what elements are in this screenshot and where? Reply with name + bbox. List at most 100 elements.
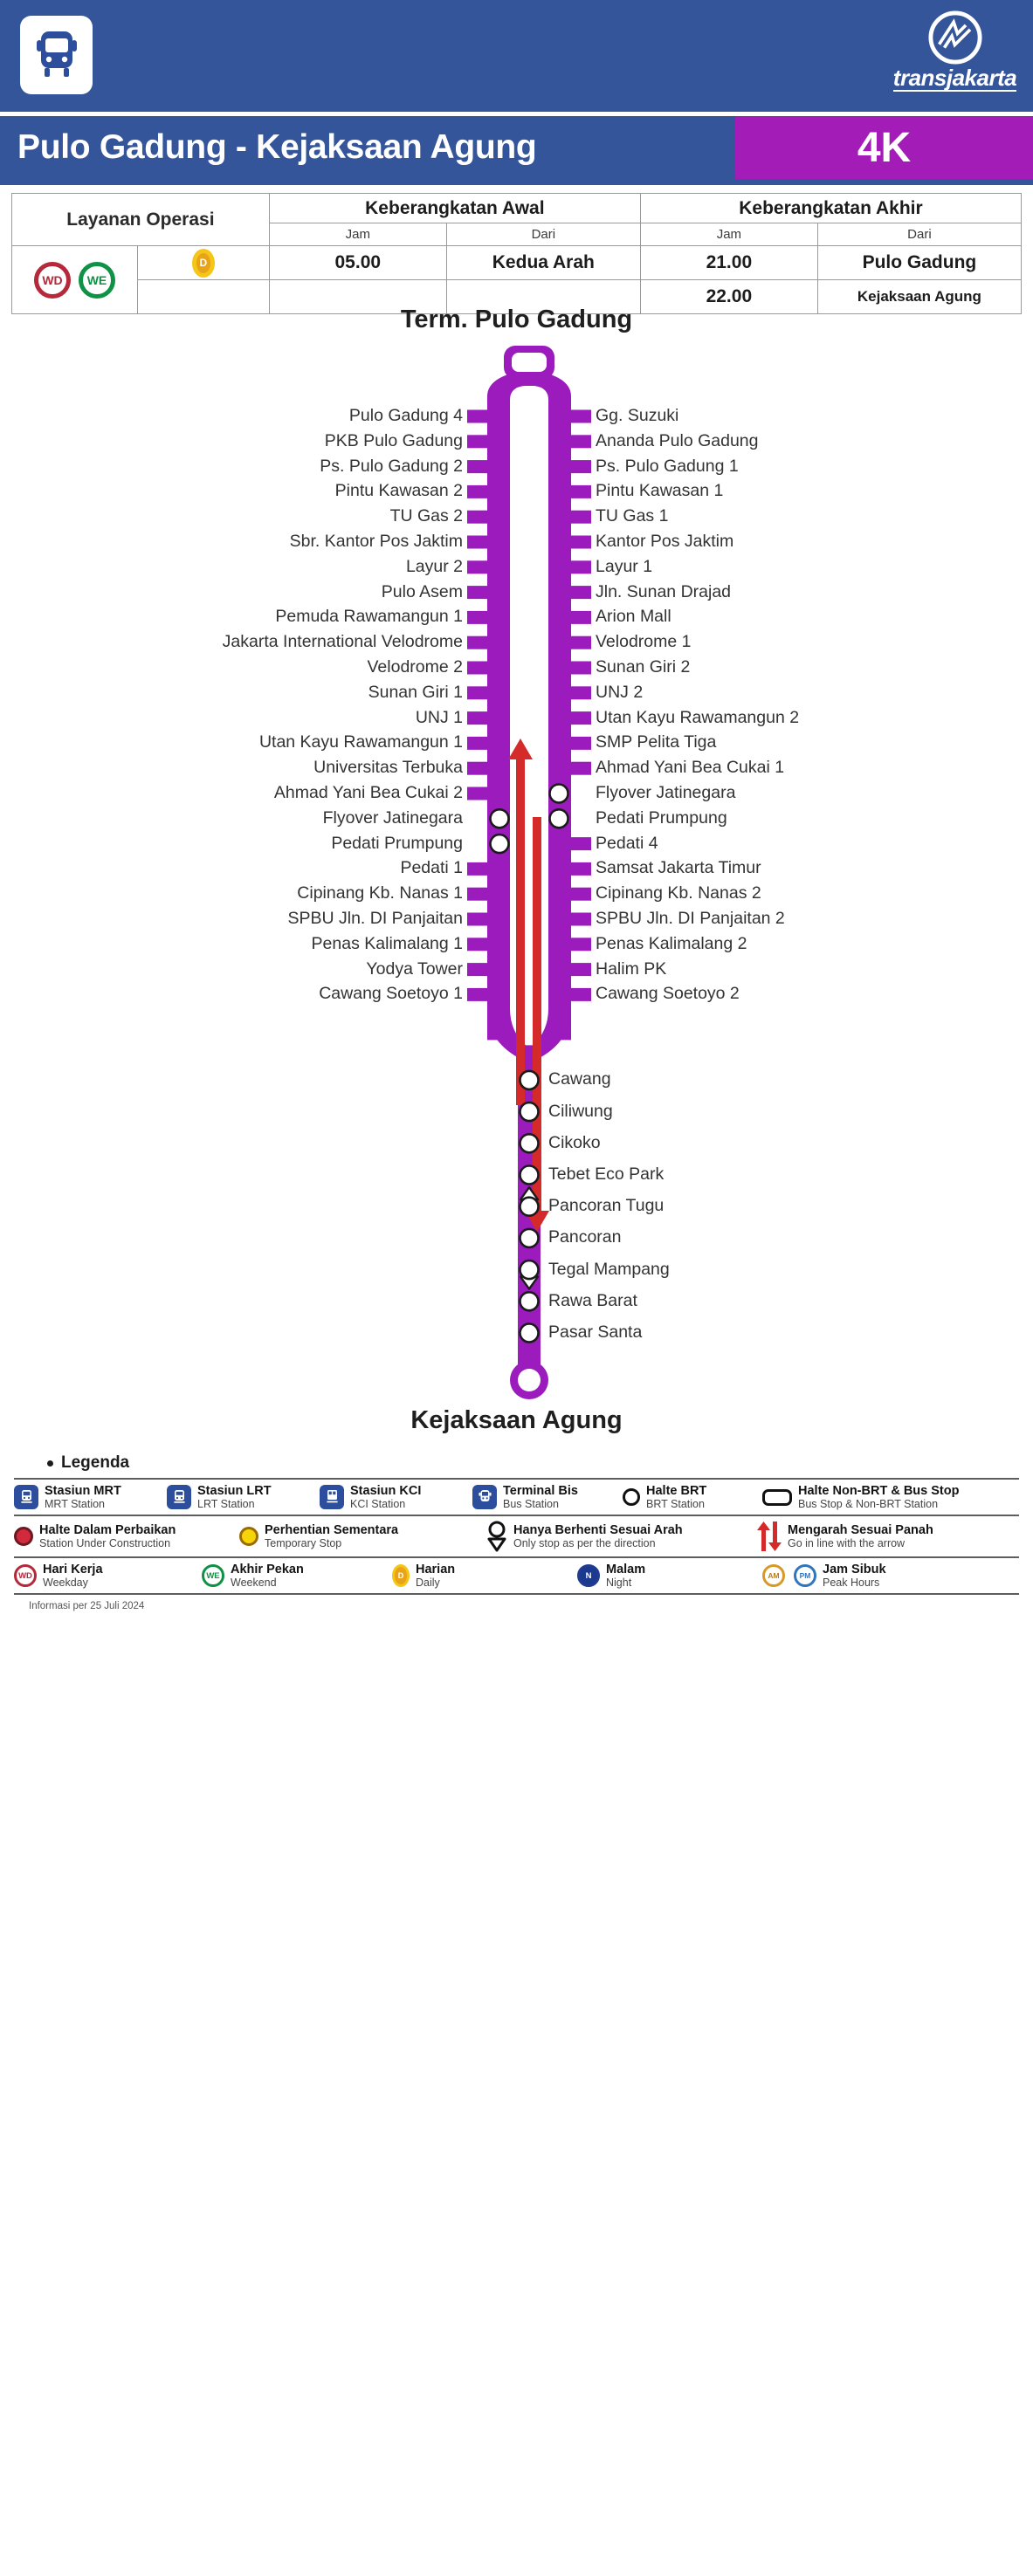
stop-label: Yodya Tower (366, 958, 463, 979)
cell-dari-awal-2 (445, 279, 641, 314)
legend-row-status: Halte Dalam Perbaikan Station Under Cons… (14, 1515, 1019, 1556)
stop-label: Layur 1 (596, 556, 653, 576)
stop-label: Halim PK (596, 958, 667, 979)
cell-dari-akhir-2: Kejaksaan Agung (816, 279, 1023, 314)
legend-label-id: Perhentian Sementara (265, 1523, 399, 1538)
legend-label-id: Stasiun MRT (45, 1484, 121, 1498)
col-keberangkatan-akhir: Keberangkatan Akhir (639, 193, 1023, 223)
legend-label-en: Station Under Construction (39, 1537, 171, 1550)
legend-label-en: Weekday (43, 1577, 88, 1590)
stop-label: Tebet Eco Park (548, 1164, 665, 1184)
page-title: Pulo Gadung - Kejaksaan Agung (17, 128, 537, 166)
stop-label: Ahmad Yani Bea Cukai 1 (596, 758, 785, 778)
legend-text: Hari Kerja Weekday (43, 1563, 103, 1589)
legend-label-en: Weekend (231, 1577, 277, 1590)
legend-label-id: Halte Dalam Perbaikan (39, 1523, 176, 1538)
under-construction-icon (14, 1527, 33, 1547)
legend-item-night: N Malam Night (577, 1563, 762, 1589)
bus-icon (20, 16, 93, 94)
subcol-dari-akhir: Dari (816, 223, 1023, 246)
route-code-badge: 4K (735, 116, 1033, 179)
legend-text: Perhentian Sementara Temporary Stop (265, 1523, 398, 1549)
legend-text: Hanya Berhenti Sesuai Arah Only stop as … (513, 1523, 683, 1549)
terminus-bottom-label: Kejaksaan Agung (410, 1406, 623, 1434)
stop-label: Velodrome 2 (367, 657, 464, 677)
legend-label-id: Stasiun LRT (197, 1484, 272, 1498)
n-badge-icon: N (577, 1564, 600, 1588)
legend-item-non-brt: Halte Non-BRT & Bus Stop Bus Stop & Non-… (762, 1484, 959, 1510)
stop-label: Pemuda Rawamangun 1 (275, 607, 463, 627)
route-line-graphic (467, 346, 591, 1399)
legend-item-arrow-direction: Mengarah Sesuai Panah Go in line with th… (757, 1522, 933, 1552)
stop-label: Ananda Pulo Gadung (596, 430, 759, 450)
legend-item-brt: Halte BRT BRT Station (623, 1484, 762, 1510)
route-diagram: Term. Pulo Gadung Kejaksaan Agung Pulo G… (0, 306, 1033, 1452)
stop-label: Samsat Jakarta Timur (596, 858, 761, 878)
stop-label: Ps. Pulo Gadung 2 (320, 456, 463, 476)
legend-item-bus-terminal: Terminal Bis Bus Station (472, 1484, 623, 1510)
transjakarta-mark-icon (927, 10, 982, 65)
mrt-station-icon (14, 1485, 38, 1510)
legend-item-mrt: Stasiun MRT MRT Station (14, 1484, 167, 1510)
stop-label: Cikoko (548, 1132, 601, 1152)
legend-text: Harian Daily (416, 1563, 455, 1589)
stop-label: Penas Kalimalang 1 (311, 933, 463, 953)
stop-label: Sbr. Kantor Pos Jaktim (289, 532, 463, 551)
legend-row-schedule: WD Hari Kerja Weekday WE Akhir Pekan Wee… (14, 1556, 1019, 1596)
table-row: 22.00 Kejaksaan Agung (12, 279, 1023, 314)
header-top-bar: transjakarta (0, 0, 1033, 112)
stop-label: Sunan Giri 2 (596, 657, 691, 677)
stop-label: Flyover Jatinegara (322, 807, 463, 828)
stop-label: Sunan Giri 1 (368, 682, 463, 702)
subcol-jam-akhir: Jam (639, 223, 818, 246)
stop-label: SPBU Jln. DI Panjaitan 2 (596, 909, 785, 928)
operations-table: Layanan Operasi Keberangkatan Awal Keber… (11, 193, 1023, 314)
stop-label: Pasar Santa (548, 1322, 643, 1342)
frequency-badge-cell: D (136, 245, 270, 280)
legend-text: Jam Sibuk Peak Hours (823, 1563, 886, 1589)
legend-label-id: Halte Non-BRT & Bus Stop (798, 1484, 960, 1498)
stop-label: Pintu Kawasan 2 (334, 481, 463, 501)
transjakarta-logo: transjakarta (892, 10, 1017, 101)
legend-label-id: Mengarah Sesuai Panah (788, 1523, 933, 1538)
stop-label: Utan Kayu Rawamangun 1 (258, 732, 463, 752)
legend-row-stations: Stasiun MRT MRT Station Stasiun LRT LRT … (14, 1478, 1019, 1515)
lrt-station-icon (167, 1485, 191, 1510)
legend-label-id: Malam (606, 1563, 646, 1577)
legend-text: Halte BRT BRT Station (646, 1484, 706, 1510)
temporary-stop-icon (239, 1527, 258, 1547)
wd-badge-icon: WD (14, 1564, 37, 1588)
legend-item-weekday: WD Hari Kerja Weekday (14, 1563, 202, 1589)
legend-label-en: Go in line with the arrow (788, 1537, 906, 1550)
legend-label-en: LRT Station (197, 1498, 255, 1511)
legend-item-lrt: Stasiun LRT LRT Station (167, 1484, 320, 1510)
stop-label: Arion Mall (596, 607, 671, 627)
subcol-jam-awal: Jam (268, 223, 447, 246)
legend-label-id: Akhir Pekan (231, 1563, 304, 1577)
stop-label: Flyover Jatinegara (596, 783, 736, 802)
legend-label-en: Daily (416, 1577, 440, 1590)
legend-item-weekend: WE Akhir Pekan Weekend (202, 1563, 392, 1589)
legend-label-en: Night (606, 1577, 632, 1590)
stop-label: PKB Pulo Gadung (324, 430, 463, 450)
stop-label: Jln. Sunan Drajad (596, 581, 732, 601)
we-badge-icon: WE (78, 261, 115, 299)
subcol-dari-awal: Dari (445, 223, 641, 246)
d-badge-icon: D (392, 1564, 410, 1588)
stop-label: TU Gas 2 (389, 506, 463, 526)
stop-label: Cawang Soetoyo 2 (596, 984, 740, 1004)
cell-dari-awal: Kedua Arah (445, 245, 641, 280)
legend-text: Halte Non-BRT & Bus Stop Bus Stop & Non-… (798, 1484, 959, 1510)
legend-label-en: Only stop as per the direction (513, 1537, 656, 1550)
stop-label: Utan Kayu Rawamangun 2 (596, 707, 800, 727)
legend-label-id: Halte BRT (646, 1484, 707, 1498)
brt-circle-icon (623, 1488, 640, 1507)
legend-text: Stasiun LRT LRT Station (197, 1484, 272, 1510)
stop-label: Cipinang Kb. Nanas 1 (297, 883, 463, 903)
terminus-top-label: Term. Pulo Gadung (400, 306, 633, 333)
legend-item-daily: D Harian Daily (392, 1563, 577, 1589)
stop-label: Jakarta International Velodrome (222, 632, 463, 652)
stop-label: Cawang Soetoyo 1 (319, 984, 463, 1004)
